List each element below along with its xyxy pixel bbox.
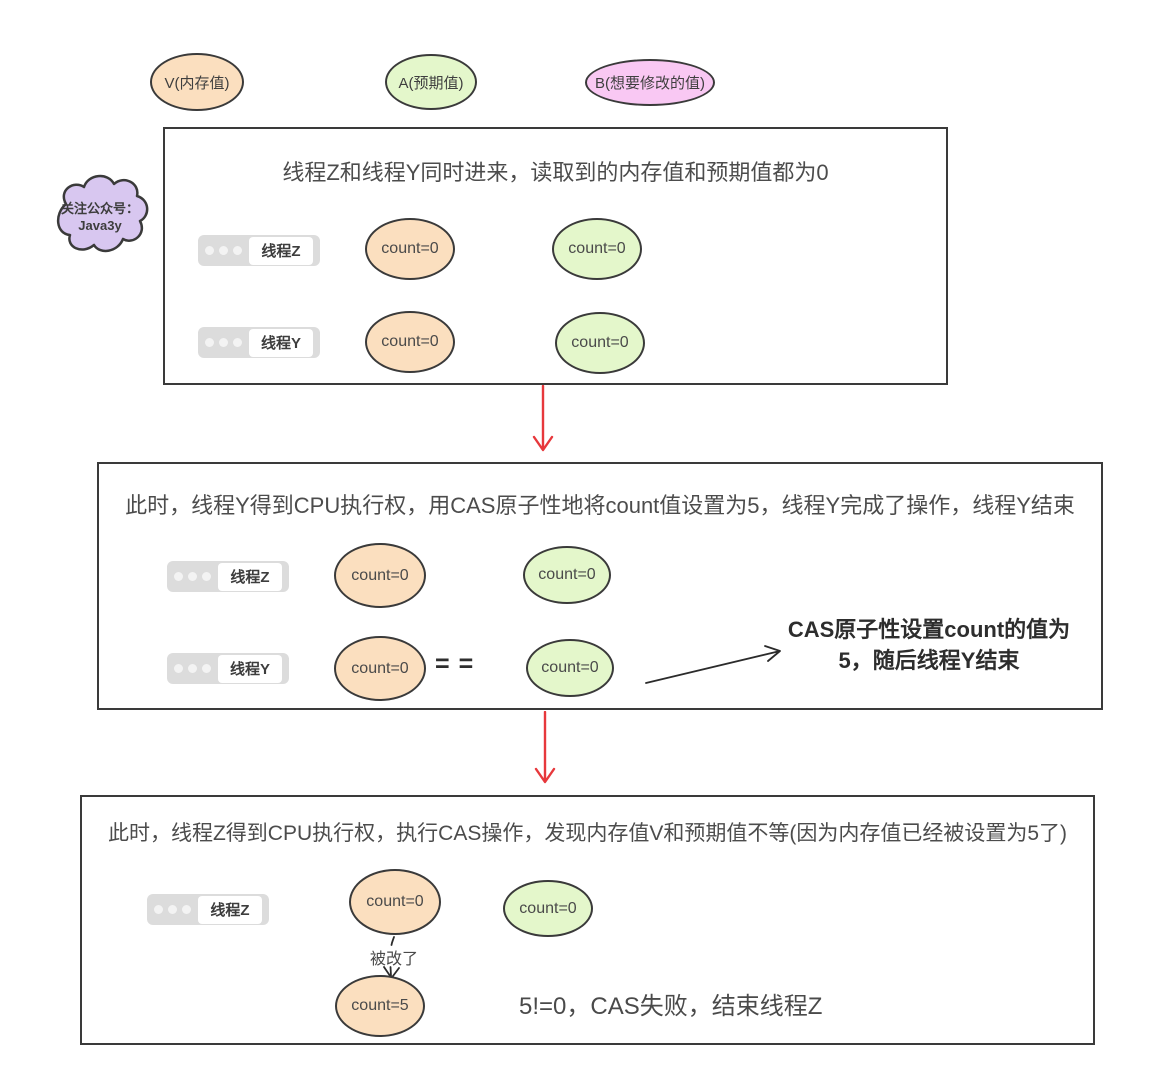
thread-window-y: 线程Y [198, 327, 320, 358]
expected-value: count=0 [519, 899, 577, 917]
dot-icon [182, 905, 191, 914]
expected-value: count=0 [541, 659, 599, 676]
step3-title: 此时，线程Z得到CPU执行权，执行CAS操作，发现内存值V和预期值不等(因为内存… [107, 822, 1067, 845]
thread-label: 线程Y [218, 654, 282, 683]
cloud-text: 关注公众号： Java3y [44, 200, 156, 234]
down-arrow-icon [530, 711, 560, 789]
dot-icon [219, 246, 228, 255]
expected-value: count=0 [571, 334, 629, 351]
changed-label: 被改了 [370, 951, 419, 968]
memory-value: count=0 [381, 333, 439, 350]
cloud-icon [57, 174, 149, 253]
dot-icon [202, 572, 211, 581]
thread-window-z: 线程Z [198, 235, 320, 266]
thread-label: 线程Z [249, 236, 313, 265]
thread-window-z: 线程Z [147, 894, 269, 925]
legend-ellipse-memory: V(内存值) [150, 53, 244, 111]
dot-icon [205, 338, 214, 347]
window-dots-icon [205, 338, 242, 347]
memory-ellipse: count=0 [365, 311, 455, 373]
result-text: 5!=0，CAS失败，结束线程Z [519, 993, 823, 1020]
dot-icon [188, 664, 197, 673]
memory-ellipse: count=0 [365, 218, 455, 280]
new-value: count=5 [351, 997, 409, 1014]
window-dots-icon [154, 905, 191, 914]
expected-ellipse: count=0 [503, 880, 593, 937]
memory-ellipse: count=0 [349, 869, 441, 935]
memory-ellipse: count=0 [334, 636, 426, 701]
legend-ellipse-new-value: B(想要修改的值) [585, 59, 715, 106]
dot-icon [154, 905, 163, 914]
cloud-line1: 关注公众号： [60, 201, 139, 216]
expected-ellipse: count=0 [552, 218, 642, 280]
expected-ellipse: count=0 [555, 312, 645, 374]
new-value-ellipse: count=5 [335, 975, 425, 1037]
dot-icon [233, 338, 242, 347]
expected-ellipse: count=0 [523, 546, 611, 604]
dot-icon [168, 905, 177, 914]
cas-note: CAS原子性设置count的值为 5，随后线程Y结束 [759, 614, 1099, 676]
step2-title: 此时，线程Y得到CPU执行权，用CAS原子性地将count值设置为5，线程Y完成… [125, 493, 1075, 518]
legend-ellipse-expected: A(预期值) [385, 54, 477, 110]
dot-icon [205, 246, 214, 255]
thread-label: 线程Z [218, 562, 282, 591]
window-dots-icon [205, 246, 242, 255]
down-arrow-icon [528, 385, 558, 457]
dot-icon [174, 572, 183, 581]
dot-icon [233, 246, 242, 255]
memory-ellipse: count=0 [334, 543, 426, 608]
step1-box: 线程Z和线程Y同时进来，读取到的内存值和预期值都为0 线程Z count=0 c… [163, 127, 948, 385]
wechat-cloud: 关注公众号： Java3y [44, 170, 156, 262]
memory-value: count=0 [351, 566, 409, 584]
memory-value: count=0 [366, 893, 424, 910]
expected-value: count=0 [538, 566, 596, 583]
dot-icon [174, 664, 183, 673]
step2-box: 此时，线程Y得到CPU执行权，用CAS原子性地将count值设置为5，线程Y完成… [97, 462, 1103, 710]
equals-sign: == [435, 650, 483, 678]
cas-note-line1: CAS原子性设置count的值为 [787, 617, 1071, 642]
thread-label: 线程Y [249, 328, 313, 357]
right-arrow-icon [642, 642, 787, 687]
window-dots-icon [174, 664, 211, 673]
cloud-line2: Java3y [78, 218, 122, 233]
expected-ellipse: count=0 [526, 639, 614, 697]
legend-new-value-label: B(想要修改的值) [595, 75, 705, 92]
thread-window-y: 线程Y [167, 653, 289, 684]
window-dots-icon [174, 572, 211, 581]
cas-note-line2: 5，随后线程Y结束 [838, 648, 1020, 673]
step1-title: 线程Z和线程Y同时进来，读取到的内存值和预期值都为0 [282, 160, 829, 185]
memory-value: count=0 [381, 240, 439, 257]
thread-label: 线程Z [198, 895, 262, 924]
dot-icon [188, 572, 197, 581]
dot-icon [202, 664, 211, 673]
step3-box: 此时，线程Z得到CPU执行权，执行CAS操作，发现内存值V和预期值不等(因为内存… [80, 795, 1095, 1045]
legend-memory-label: V(内存值) [164, 74, 230, 92]
dot-icon [219, 338, 228, 347]
memory-value: count=0 [351, 659, 409, 677]
legend-expected-label: A(预期值) [398, 74, 464, 92]
thread-window-z: 线程Z [167, 561, 289, 592]
expected-value: count=0 [568, 240, 626, 257]
